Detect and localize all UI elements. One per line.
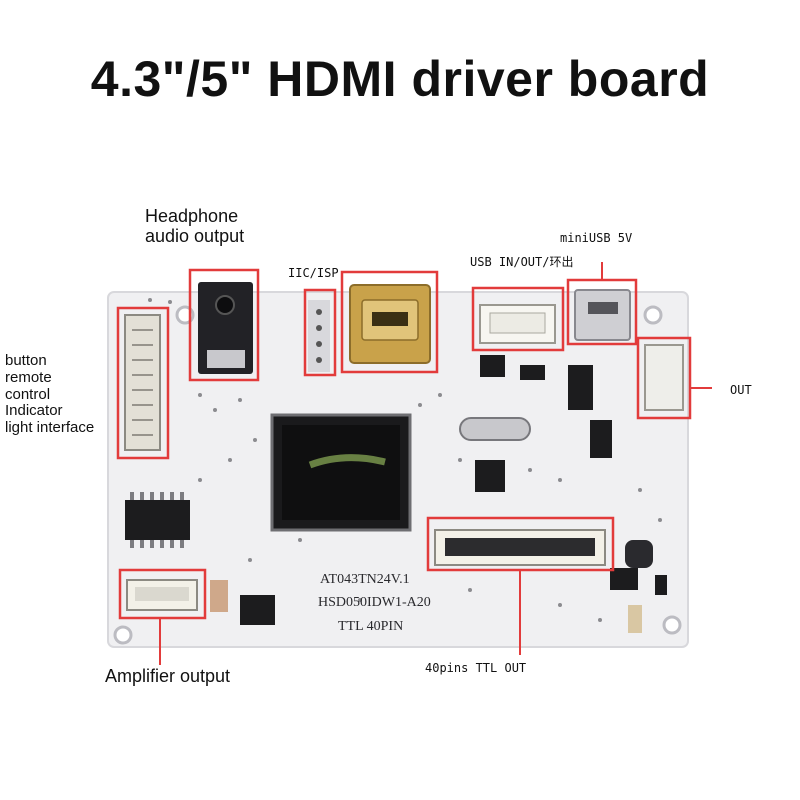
iic-isp-label: IIC/ISP bbox=[288, 266, 339, 280]
callout-box-hdmi bbox=[340, 270, 439, 374]
silkscreen-line1: AT043TN24V.1 bbox=[320, 572, 410, 587]
callout-box-iic bbox=[303, 288, 337, 377]
audio-amplifier-chip bbox=[125, 500, 190, 540]
button-label-line4: Indicator bbox=[5, 402, 63, 420]
callout-box-button bbox=[116, 306, 170, 460]
page-title: 4.3"/5" HDMI driver board bbox=[90, 51, 710, 107]
callout-box-out bbox=[636, 336, 692, 420]
usb-in-out-label: USB IN/OUT/环出 bbox=[470, 255, 574, 269]
callout-box-usb bbox=[471, 286, 565, 352]
mini-usb-label: miniUSB 5V bbox=[560, 231, 633, 245]
amplifier-label: Amplifier output bbox=[105, 666, 231, 686]
button-label-line3: control bbox=[5, 385, 51, 403]
silkscreen-line3: TTL 40PIN bbox=[338, 619, 403, 634]
out-connector bbox=[644, 344, 684, 411]
headphone-label-line2: audio output bbox=[145, 226, 245, 247]
callout-boxes bbox=[116, 268, 692, 620]
pcb-dots bbox=[148, 298, 662, 622]
button-label-line2: remote bbox=[5, 368, 52, 386]
button-connector bbox=[124, 314, 161, 451]
headphone-label-line1: Headphone bbox=[145, 206, 239, 226]
iic-isp-header bbox=[308, 300, 330, 372]
mini-usb-connector bbox=[574, 289, 631, 341]
button-interface-label: button remote control Indicator light in… bbox=[5, 352, 95, 437]
silkscreen-line2: HSD050IDW1-A20 bbox=[318, 595, 431, 610]
callout-leaders bbox=[159, 262, 712, 665]
mounting-holes bbox=[113, 305, 682, 645]
out-label: OUT bbox=[730, 383, 752, 397]
crystal bbox=[459, 417, 531, 441]
button-label-line1: button bbox=[5, 352, 47, 369]
button-label-line5: light interface bbox=[5, 419, 95, 437]
callout-box-headphone bbox=[188, 268, 260, 382]
ttl-out-label: 40pins TTL OUT bbox=[425, 661, 527, 675]
headphone-label: Headphone audio output bbox=[145, 206, 244, 246]
callout-box-amplifier bbox=[118, 568, 207, 620]
